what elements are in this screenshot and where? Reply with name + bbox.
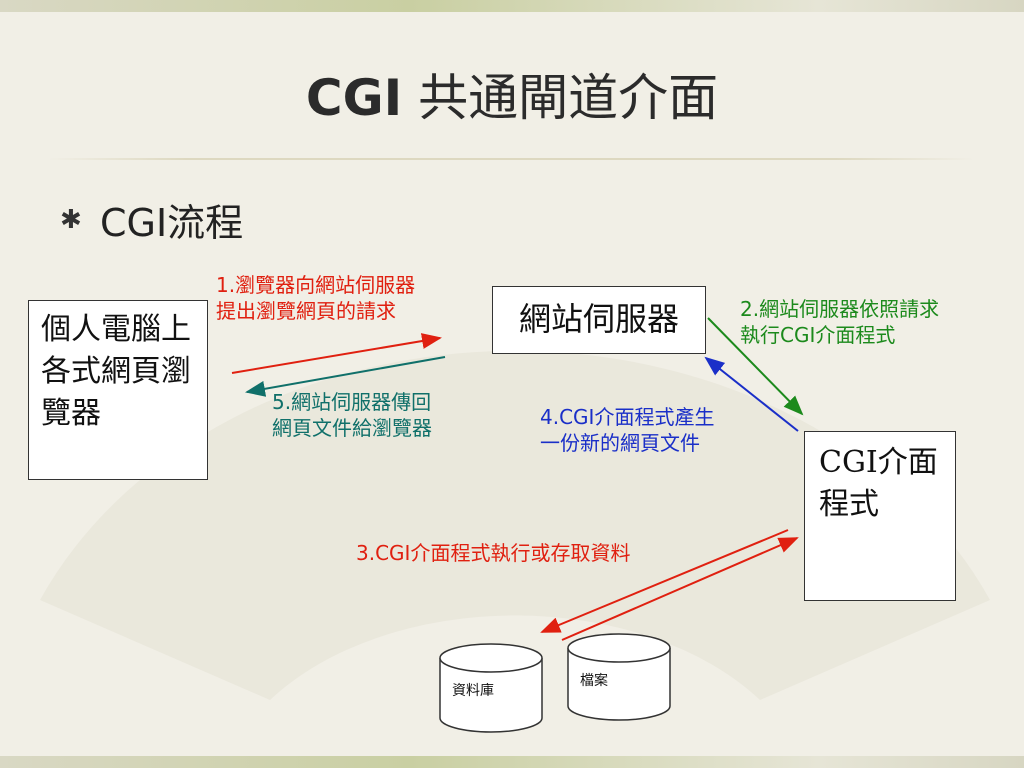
title-cjk: 共通閘道介面 <box>402 69 719 127</box>
arrow-step5 <box>245 356 446 397</box>
step2-line2: 執行CGI介面程式 <box>740 323 896 347</box>
file-cylinder-icon <box>567 633 671 721</box>
slide-title: CGI 共通閘道介面 <box>0 58 1024 130</box>
database-cylinder-icon <box>439 643 543 733</box>
files-label: 檔案 <box>580 673 608 689</box>
arrow-step3-down <box>540 529 789 633</box>
step1-line2: 提出瀏覽網頁的請求 <box>216 299 396 323</box>
arrow-step1 <box>231 333 442 374</box>
step1-label: 1.瀏覽器向網站伺服器 提出瀏覽網頁的請求 <box>216 272 415 324</box>
step5-line2: 網頁文件給瀏覽器 <box>272 416 432 440</box>
step3-label: 3.CGI介面程式執行或存取資料 <box>356 541 631 565</box>
step2-line1: 2.網站伺服器依照請求 <box>740 297 940 321</box>
cgi-program-box: CGI介面程式 <box>804 431 956 601</box>
step5-line1: 5.網站伺服器傳回 <box>272 390 432 414</box>
bullet-text: CGI流程 <box>100 201 244 245</box>
step5-label: 5.網站伺服器傳回 網頁文件給瀏覽器 <box>272 389 432 441</box>
step4-label: 4.CGI介面程式產生 一份新的網頁文件 <box>540 404 714 456</box>
title-latin: CGI <box>305 69 403 127</box>
step2-label: 2.網站伺服器依照請求 執行CGI介面程式 <box>740 296 939 348</box>
browser-box: 個人電腦上各式網頁瀏覽器 <box>28 300 208 480</box>
web-server-box: 網站伺服器 <box>492 286 706 354</box>
arrow-step2 <box>707 317 804 416</box>
bullet-asterisk-icon: ✱ <box>60 205 82 235</box>
bottom-decor-band <box>0 756 1024 768</box>
database-label: 資料庫 <box>452 683 494 699</box>
arrow-step3-up <box>561 537 799 641</box>
step4-line1: 4.CGI介面程式產生 <box>540 405 715 429</box>
step1-line1: 1.瀏覽器向網站伺服器 <box>216 273 416 297</box>
title-divider <box>48 158 974 160</box>
top-decor-band <box>0 0 1024 12</box>
arrow-step4 <box>704 356 799 432</box>
step4-line2: 一份新的網頁文件 <box>540 431 700 455</box>
